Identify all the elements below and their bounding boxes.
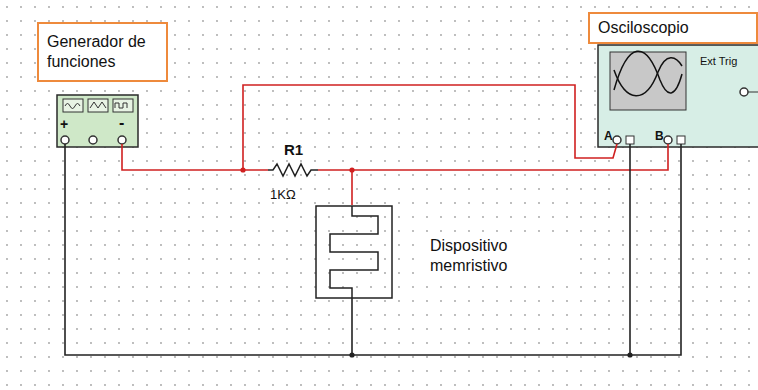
junction bbox=[627, 352, 632, 357]
junction bbox=[240, 167, 245, 172]
label-box: Osciloscopio bbox=[588, 12, 758, 44]
label-box: Generador de funciones bbox=[37, 22, 168, 82]
resistor-symbol bbox=[268, 164, 318, 176]
oscilloscope bbox=[598, 45, 758, 147]
terminal-name: - bbox=[119, 113, 124, 133]
terminal-name: Ext Trig bbox=[700, 54, 737, 69]
part-name: R1 bbox=[284, 140, 303, 159]
node-text: Osciloscopio bbox=[598, 18, 748, 38]
channel-name: B bbox=[655, 128, 664, 144]
function-generator bbox=[57, 95, 138, 147]
part-name: Dispositivo memristivo bbox=[426, 234, 574, 278]
memristor-symbol bbox=[316, 206, 392, 298]
junction bbox=[349, 352, 354, 357]
channel-name: A bbox=[604, 128, 613, 144]
part-value: 1KΩ bbox=[270, 186, 296, 203]
ground-wire bbox=[65, 144, 681, 355]
node-text: Generador de funciones bbox=[47, 32, 158, 72]
junction bbox=[349, 167, 354, 172]
signal-wire bbox=[122, 85, 668, 205]
terminal-name: + bbox=[60, 115, 68, 133]
